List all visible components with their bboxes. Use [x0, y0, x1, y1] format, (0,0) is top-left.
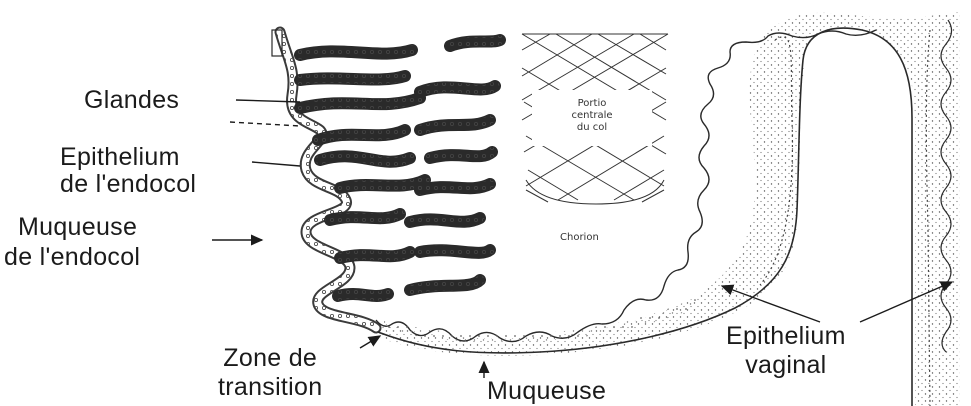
portio-label: Portio centrale du col [552, 98, 632, 134]
label-epithelium-endocol: Epithelium de l'endocol [60, 143, 196, 198]
label-muqueuse-endocol-line2: de l'endocol [4, 243, 140, 271]
label-epithelium-endocol-line1: Epithelium [60, 143, 196, 171]
label-epithelium-endocol-line2: de l'endocol [60, 170, 196, 198]
arrow-zone-transition [360, 336, 380, 348]
label-zone-transition: Zone de transition [218, 344, 322, 401]
portio-line-3: du col [552, 122, 632, 134]
label-epithelium-vaginal-line1: Epithelium [726, 322, 846, 350]
label-muqueuse-bottom: Muqueuse [487, 377, 606, 405]
label-glandes: Glandes [84, 86, 179, 114]
leader-glandes-2 [230, 122, 300, 126]
label-zone-transition-line1: Zone de [218, 344, 322, 372]
label-muqueuse-endocol: Muqueuse de l'endocol [12, 213, 140, 271]
endocervical-mucosa [272, 30, 698, 342]
leader-epithelium-endocol [252, 162, 300, 166]
label-muqueuse-endocol-line1: Muqueuse [12, 213, 140, 241]
label-epithelium-vaginal-line2: vaginal [726, 351, 846, 379]
chorion-label: Chorion [560, 232, 599, 244]
vaginal-epithelium [376, 12, 960, 406]
label-epithelium-vaginal: Epithelium vaginal [726, 322, 846, 379]
portio-line-2: centrale [552, 110, 632, 122]
portio-line-1: Portio [552, 98, 632, 110]
label-zone-transition-line2: transition [218, 373, 322, 401]
